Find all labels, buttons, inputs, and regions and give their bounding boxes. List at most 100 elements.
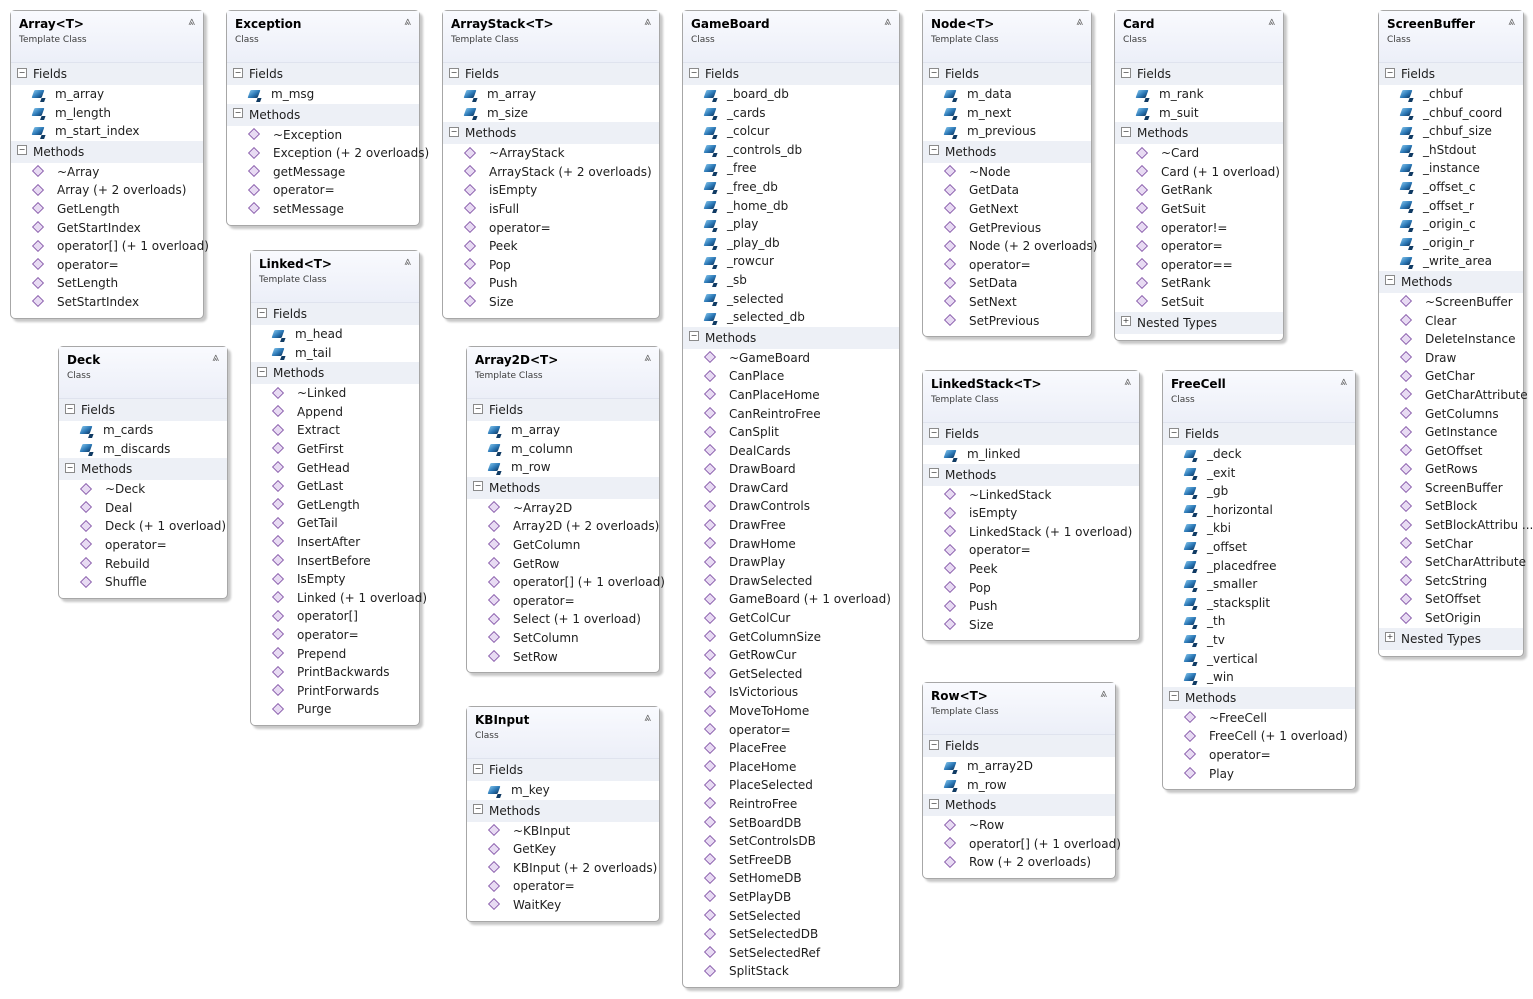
methods-item[interactable]: Push (923, 597, 1139, 616)
fields-section-header[interactable]: −Fields (59, 399, 227, 421)
methods-section-header[interactable]: −Methods (59, 458, 227, 481)
fields-item[interactable]: _exit (1163, 464, 1355, 483)
expand-toggle-icon[interactable]: + (1385, 632, 1395, 643)
methods-item[interactable]: Size (443, 293, 659, 312)
methods-item[interactable]: GetChar (1379, 367, 1523, 386)
fields-item[interactable]: m_linked (923, 445, 1139, 464)
methods-item[interactable]: Pop (923, 579, 1139, 598)
collapse-toggle-icon[interactable]: − (257, 366, 267, 377)
methods-item[interactable]: ~Card (1115, 144, 1283, 163)
methods-item[interactable]: SplitStack (683, 962, 899, 981)
methods-item[interactable]: operator[] (+ 1 overload) (923, 835, 1121, 854)
methods-item[interactable]: Linked (+ 1 overload) (251, 589, 427, 608)
methods-section-header[interactable]: −Methods (227, 103, 419, 126)
nested-types-section-header[interactable]: +Nested Types (1115, 311, 1283, 334)
collapse-toggle-icon[interactable]: − (1169, 691, 1179, 702)
methods-item[interactable]: GetColumnSize (683, 628, 899, 647)
methods-item[interactable]: SetPrevious (923, 312, 1091, 331)
methods-item[interactable]: KBInput (+ 2 overloads) (467, 859, 659, 878)
methods-section-header[interactable]: −Methods (251, 362, 419, 385)
fields-item[interactable]: m_suit (1115, 104, 1283, 123)
fields-item[interactable]: _win (1163, 668, 1355, 687)
nested-types-section-header[interactable]: +Nested Types (1379, 627, 1523, 650)
methods-item[interactable]: SetOrigin (1379, 609, 1523, 628)
methods-item[interactable]: DealCards (683, 442, 899, 461)
methods-item[interactable]: operator= (1163, 746, 1355, 765)
methods-item[interactable]: SetCharAttribute (1379, 553, 1526, 572)
fields-item[interactable]: _offset_c (1379, 178, 1523, 197)
methods-section-header[interactable]: −Methods (923, 140, 1091, 163)
collapse-toggle-icon[interactable]: − (233, 67, 243, 78)
expand-toggle-icon[interactable]: + (1121, 316, 1131, 327)
fields-item[interactable]: _gb (1163, 482, 1355, 501)
fields-item[interactable]: _smaller (1163, 575, 1355, 594)
methods-item[interactable]: GetStartIndex (11, 219, 203, 238)
methods-item[interactable]: SetBlock (1379, 497, 1523, 516)
fields-item[interactable]: m_tail (251, 344, 419, 363)
class-header[interactable]: Row<T>Template Class⩓ (923, 683, 1115, 735)
methods-item[interactable]: PrintForwards (251, 682, 419, 701)
collapse-icon[interactable]: ⩓ (404, 14, 411, 28)
methods-item[interactable]: GetLast (251, 477, 419, 496)
methods-item[interactable]: SetBlockAttribu ... (1379, 516, 1533, 535)
methods-item[interactable]: ~Deck (59, 480, 227, 499)
collapse-toggle-icon[interactable]: − (233, 108, 243, 119)
methods-item[interactable]: ArrayStack (+ 2 overloads) (443, 163, 659, 182)
methods-item[interactable]: Play (1163, 765, 1355, 784)
methods-item[interactable]: PrintBackwards (251, 663, 419, 682)
methods-item[interactable]: GetLength (251, 496, 419, 515)
methods-item[interactable]: GetRow (467, 555, 659, 574)
methods-item[interactable]: operator[] (+ 1 overload) (11, 237, 209, 256)
methods-item[interactable]: GetRank (1115, 181, 1283, 200)
methods-item[interactable]: SetColumn (467, 629, 659, 648)
methods-item[interactable]: Purge (251, 700, 419, 719)
fields-item[interactable]: m_discards (59, 440, 227, 459)
methods-item[interactable]: ~ScreenBuffer (1379, 293, 1523, 312)
methods-item[interactable]: GetCharAttribute (1379, 386, 1528, 405)
methods-section-header[interactable]: −Methods (1163, 686, 1355, 709)
fields-section-header[interactable]: −Fields (1379, 63, 1523, 85)
collapse-toggle-icon[interactable]: − (473, 804, 483, 815)
methods-item[interactable]: Peek (923, 560, 1139, 579)
collapse-toggle-icon[interactable]: − (17, 145, 27, 156)
methods-item[interactable]: GetPrevious (923, 219, 1091, 238)
methods-item[interactable]: GetColumns (1379, 405, 1523, 424)
collapse-toggle-icon[interactable]: − (473, 481, 483, 492)
methods-item[interactable]: DeleteInstance (1379, 330, 1523, 349)
collapse-toggle-icon[interactable]: − (929, 67, 939, 78)
methods-item[interactable]: operator[] (+ 1 overload) (467, 573, 665, 592)
collapse-toggle-icon[interactable]: − (929, 427, 939, 438)
collapse-toggle-icon[interactable]: − (689, 331, 699, 342)
methods-item[interactable]: setMessage (227, 200, 419, 219)
fields-item[interactable]: _write_area (1379, 252, 1523, 271)
methods-item[interactable]: operator= (11, 256, 203, 275)
class-header[interactable]: Array2D<T>Template Class⩓ (467, 347, 659, 399)
methods-item[interactable]: ~Node (923, 163, 1091, 182)
fields-section-header[interactable]: −Fields (227, 63, 419, 85)
methods-item[interactable]: SetHomeDB (683, 869, 899, 888)
methods-section-header[interactable]: −Methods (11, 140, 203, 163)
fields-item[interactable]: _tv (1163, 631, 1355, 650)
fields-item[interactable]: _kbi (1163, 519, 1355, 538)
collapse-icon[interactable]: ⩓ (1124, 374, 1131, 388)
fields-item[interactable]: _chbuf_coord (1379, 104, 1523, 123)
fields-item[interactable]: m_msg (227, 85, 419, 104)
methods-item[interactable]: operator= (467, 592, 659, 611)
methods-item[interactable]: FreeCell (+ 1 overload) (1163, 727, 1355, 746)
fields-section-header[interactable]: −Fields (923, 423, 1139, 445)
methods-item[interactable]: GetRowCur (683, 646, 899, 665)
fields-item[interactable]: _controls_db (683, 141, 899, 160)
collapse-icon[interactable]: ⩓ (644, 14, 651, 28)
fields-item[interactable]: m_row (467, 458, 659, 477)
methods-item[interactable]: PlaceHome (683, 758, 899, 777)
collapse-toggle-icon[interactable]: − (17, 67, 27, 78)
fields-section-header[interactable]: −Fields (11, 63, 203, 85)
class-header[interactable]: LinkedStack<T>Template Class⩓ (923, 371, 1139, 423)
methods-item[interactable]: ~GameBoard (683, 349, 899, 368)
methods-item[interactable]: operator= (59, 536, 227, 555)
